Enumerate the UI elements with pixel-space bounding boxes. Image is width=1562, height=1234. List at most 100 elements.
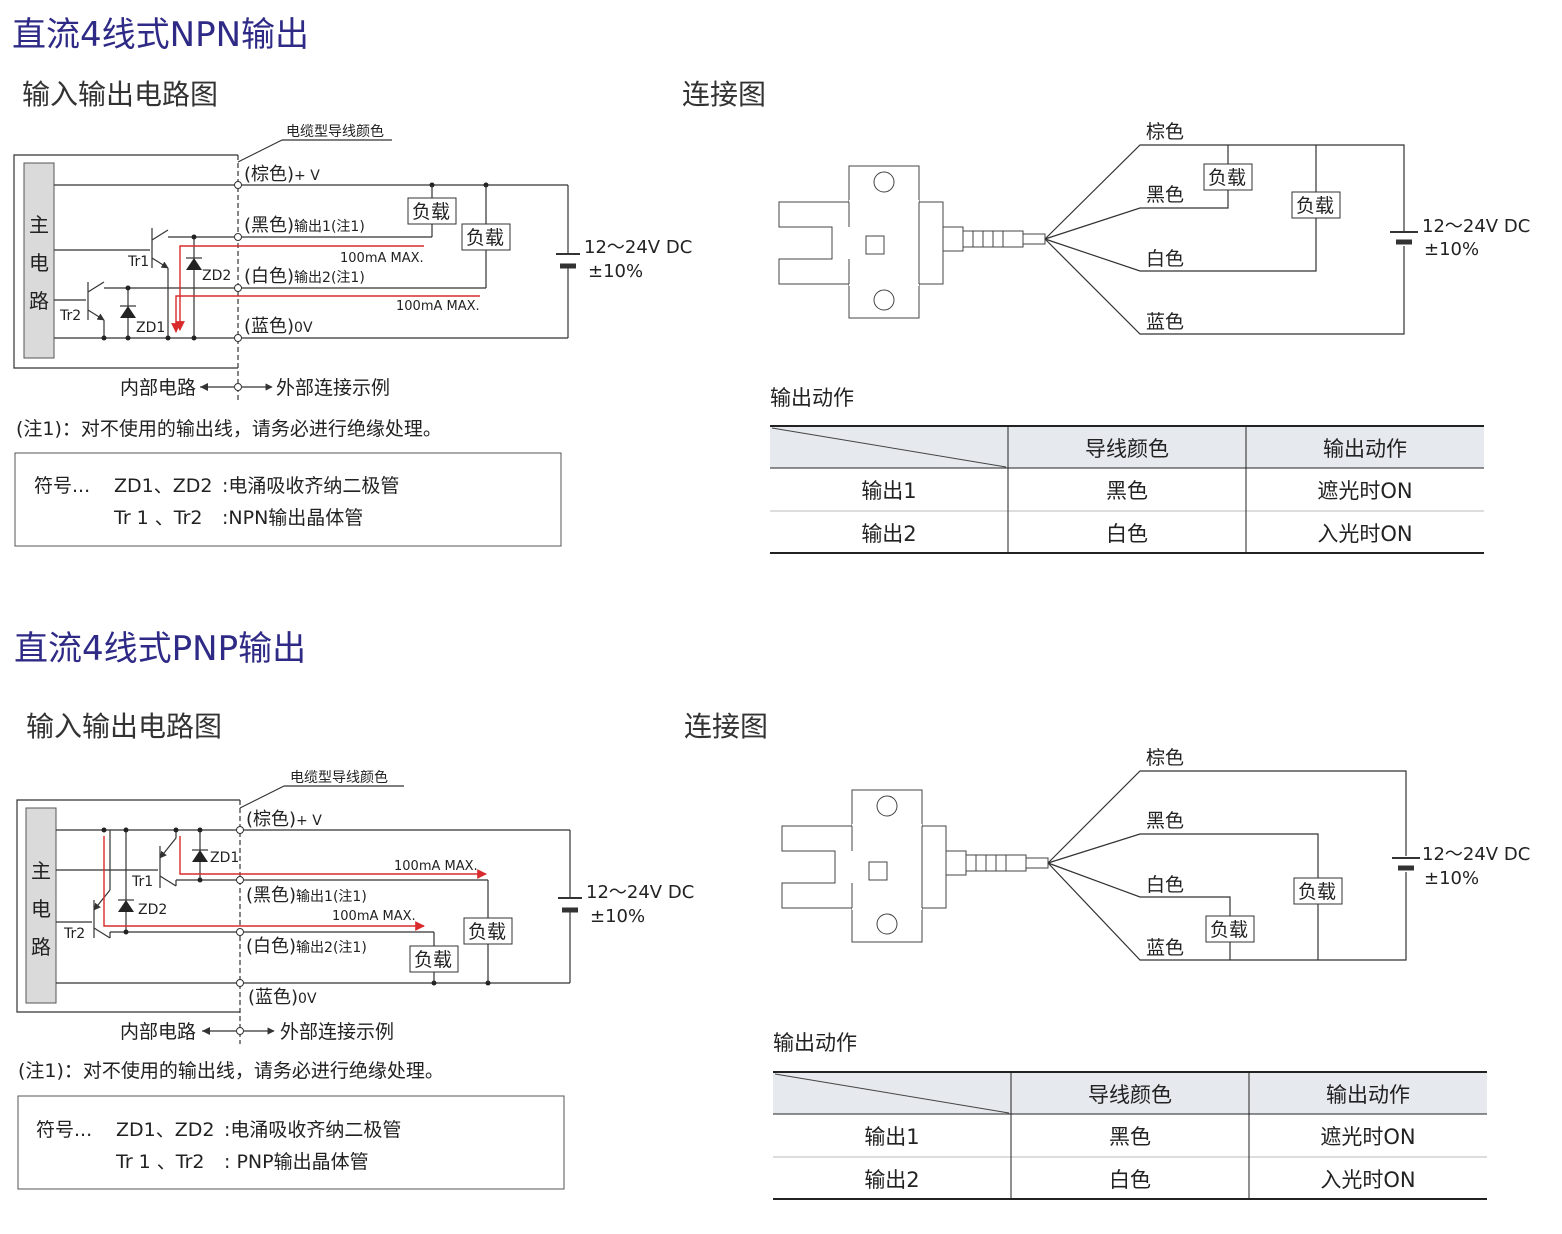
load-box-1 [407, 197, 457, 225]
table-header: 导线颜色 [1088, 1083, 1172, 1107]
cable-color-label: 电缆型导线颜色 [286, 123, 384, 140]
load-box-2 [1205, 915, 1255, 943]
load-box-1 [1203, 163, 1253, 191]
load-label: 负载 [466, 227, 504, 249]
legend-desc: :NPN输出晶体管 [222, 507, 363, 529]
table-cell: 白色 [1109, 1168, 1151, 1192]
table-cell: 输出1 [861, 479, 916, 503]
load-box-2 [1291, 191, 1341, 219]
tr1-label: Tr1 [131, 874, 153, 890]
section-title: 直流4线式PNP输出 [14, 629, 306, 669]
table-cell: 遮光时ON [1320, 1125, 1415, 1149]
section-npn: 直流4线式NPN输出 输入输出电路图 连接图 电缆型导线颜色 主 电 路 [12, 15, 1530, 554]
main-circuit-char: 主 [31, 859, 51, 883]
table-heading: 输出动作 [773, 1031, 857, 1055]
tr2-label: Tr2 [59, 308, 81, 324]
wire-suffix: 0V [294, 320, 313, 336]
load-box-1 [1293, 877, 1343, 905]
supply-voltage: 12～24V DC [1422, 216, 1530, 237]
wire-color-label: (白色) [244, 266, 294, 287]
wire-color-label: (蓝色) [248, 987, 298, 1008]
wire-label: 黑色 [1146, 184, 1184, 206]
main-circuit-box [23, 162, 55, 359]
internal-label: 内部电路 [120, 1021, 196, 1043]
legend-symbol: ZD1、ZD2 [114, 475, 212, 497]
main-circuit-box [25, 807, 57, 1004]
wire-label: 黑色 [1146, 810, 1184, 832]
max-current-label: 100mA MAX. [332, 909, 416, 924]
wire-label: 白色 [1146, 248, 1184, 270]
supply-tolerance: ±10% [590, 906, 645, 927]
wire-color-label: (棕色) [244, 164, 294, 185]
svg-text:(棕色)+ V: (棕色)+ V [246, 809, 322, 830]
wire-label: 棕色 [1146, 747, 1184, 769]
legend-box [17, 1095, 565, 1190]
pnp-circuit: 电缆型导线颜色 主 电 路 Tr1 [16, 769, 694, 1190]
load-box-2 [409, 945, 459, 973]
table-header: 导线颜色 [1085, 437, 1169, 461]
table-cell: 输出1 [864, 1125, 919, 1149]
load-box-1 [463, 917, 513, 945]
circuit-heading: 输入输出电路图 [22, 78, 218, 111]
insulation-note: (注1)：对不使用的输出线，请务必进行绝缘处理。 [18, 1060, 444, 1082]
supply-voltage: 12～24V DC [586, 882, 694, 903]
section-pnp: 直流4线式PNP输出 输入输出电路图 连接图 电缆型导线颜色 主 电 路 [14, 629, 1530, 1200]
connection-heading: 连接图 [684, 710, 768, 743]
wire-color-label: (棕色) [246, 809, 296, 830]
wire-color-label: (蓝色) [244, 316, 294, 337]
load-label: 负载 [414, 949, 452, 971]
svg-text:(白色)输出2(注1): (白色)输出2(注1) [244, 266, 365, 287]
external-label: 外部连接示例 [276, 377, 390, 399]
supply-voltage: 12～24V DC [1422, 844, 1530, 865]
legend-desc: :电涌吸收齐纳二极管 [224, 1119, 401, 1141]
legend-symbol: ZD1、ZD2 [116, 1119, 214, 1141]
zd2-label: ZD2 [138, 902, 167, 918]
load-label: 负载 [468, 921, 506, 943]
pnp-connection: 负载 负载 12～24V DC ±10% 棕色 黑色 白色 蓝色 [781, 747, 1530, 961]
tr2-label: Tr2 [63, 926, 85, 942]
table-cell: 黑色 [1106, 479, 1148, 503]
connection-heading: 连接图 [682, 78, 766, 111]
supply-tolerance: ±10% [1424, 239, 1479, 260]
table-cell: 输出2 [864, 1168, 919, 1192]
load-label: 负载 [1298, 881, 1336, 903]
pnp-output-table: 输出动作 导线颜色 输出动作 输出1 黑色 遮光时ON 输出2 白色 入光时ON [773, 1031, 1487, 1200]
max-current-label: 100mA MAX. [340, 251, 424, 266]
svg-text:(黑色)输出1(注1): (黑色)输出1(注1) [246, 885, 367, 906]
main-circuit-char: 路 [29, 289, 49, 313]
table-cell: 输出2 [861, 522, 916, 546]
wire-color-label: (白色) [246, 936, 296, 957]
main-circuit-char: 电 [29, 251, 49, 275]
wire-suffix: 输出1(注1) [296, 889, 367, 905]
insulation-note: (注1)：对不使用的输出线，请务必进行绝缘处理。 [16, 418, 442, 440]
load-box-2 [461, 223, 511, 251]
internal-label: 内部电路 [120, 377, 196, 399]
max-current-label: 100mA MAX. [396, 299, 480, 314]
legend-prefix: 符号... [36, 1119, 92, 1141]
external-label: 外部连接示例 [280, 1021, 394, 1043]
section-title: 直流4线式NPN输出 [12, 15, 309, 55]
wire-suffix: 输出1(注1) [294, 219, 365, 235]
wire-label: 蓝色 [1146, 311, 1184, 333]
load-label: 负载 [1296, 195, 1334, 217]
npn-connection: 负载 负载 12～24V DC ±10% 棕色 黑色 白色 蓝色 [778, 121, 1530, 335]
table-heading: 输出动作 [770, 386, 854, 410]
wire-label: 蓝色 [1146, 937, 1184, 959]
load-label: 负载 [412, 201, 450, 223]
load-label: 负载 [1208, 167, 1246, 189]
circuit-heading: 输入输出电路图 [26, 710, 222, 743]
load-label: 负载 [1210, 919, 1248, 941]
main-circuit-char: 电 [31, 897, 51, 921]
table-header: 输出动作 [1323, 437, 1407, 461]
wire-suffix: 0V [298, 991, 317, 1007]
legend-prefix: 符号... [34, 475, 90, 497]
table-cell: 黑色 [1109, 1125, 1151, 1149]
svg-text:(蓝色)0V: (蓝色)0V [248, 987, 317, 1008]
table-header: 输出动作 [1326, 1083, 1410, 1107]
wire-color-label: (黑色) [244, 215, 294, 236]
svg-text:(棕色)+ V: (棕色)+ V [244, 164, 320, 185]
npn-circuit: 电缆型导线颜色 主 电 路 Tr1 [13, 123, 692, 547]
table-cell: 入光时ON [1320, 1168, 1415, 1192]
legend-desc: : PNP输出晶体管 [224, 1151, 369, 1173]
